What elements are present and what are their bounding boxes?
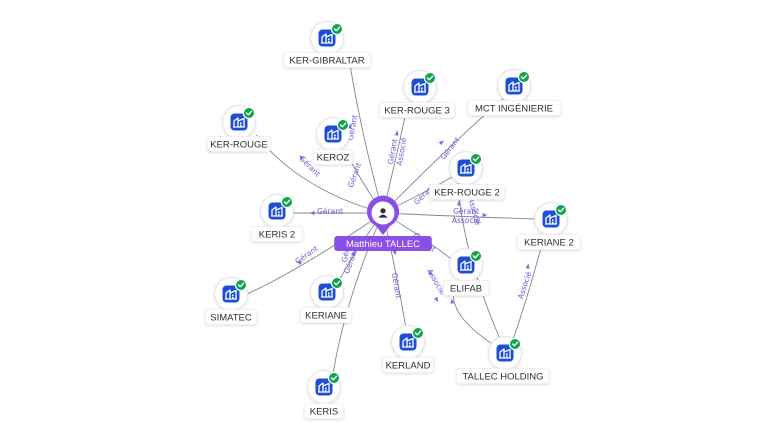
arrowhead: [392, 250, 397, 256]
check-icon: [508, 337, 522, 351]
company-node-ker-gibraltar[interactable]: KER-GIBRALTAR: [283, 20, 371, 68]
link-label: Gérant: [390, 272, 403, 299]
company-label: KERIANE: [305, 310, 347, 321]
check-icon: [242, 106, 256, 120]
check-icon: [469, 249, 483, 263]
company-node-keriane-2[interactable]: KERIANE 2: [516, 201, 582, 250]
check-icon: [327, 371, 341, 385]
company-node-kerland[interactable]: KERLAND: [381, 324, 435, 373]
check-icon: [336, 118, 350, 132]
check-icon: [469, 152, 483, 166]
company-label: KERIS: [310, 406, 339, 417]
node-label-chip: [299, 307, 353, 323]
arrowhead: [434, 296, 439, 303]
check-icon: [411, 326, 425, 340]
company-label: KER-ROUGE 3: [384, 105, 449, 116]
person-label: Matthieu TALLEC: [346, 239, 420, 250]
node-label-chip: [516, 234, 582, 250]
company-label: ELIFAB: [450, 283, 482, 294]
node-label-chip: [442, 280, 490, 296]
company-label: TALLEC HOLDING: [462, 371, 543, 382]
company-label: KERIS 2: [259, 229, 295, 240]
person-icon: [378, 208, 388, 218]
link-label: Gérant: [453, 207, 479, 216]
company-label: KER-ROUGE: [210, 139, 268, 150]
company-node-keriane[interactable]: KERIANE: [299, 274, 353, 323]
building-icon: [268, 202, 286, 220]
arrowhead: [427, 270, 433, 276]
arrowhead: [351, 250, 356, 256]
arrowhead: [525, 263, 530, 269]
building-icon: [457, 159, 475, 177]
link-label: Gérant: [386, 138, 399, 165]
company-node-elifab[interactable]: ELIFAB: [442, 247, 490, 296]
company-node-simatec[interactable]: SIMATEC: [204, 276, 258, 325]
node-label-chip: [456, 368, 550, 384]
node-label-chip: [250, 226, 304, 242]
building-icon: [505, 77, 523, 95]
node-label-chip: [204, 309, 258, 325]
building-icon: [315, 378, 333, 396]
nodes: KER-GIBRALTAR KER-ROUGE 3 MCT INGÉNIERIE KE…: [204, 20, 582, 419]
arrowhead: [296, 260, 303, 266]
building-icon: [457, 256, 475, 274]
company-node-ker-rouge-3[interactable]: KER-ROUGE 3: [379, 69, 455, 118]
arrowhead: [450, 298, 455, 304]
company-node-ker-rouge[interactable]: KER-ROUGE: [206, 104, 272, 152]
check-icon: [330, 276, 344, 290]
node-label-chip: [467, 100, 561, 116]
company-label: KERLAND: [386, 360, 431, 371]
link-label: Gérant: [317, 207, 343, 216]
building-icon: [230, 113, 248, 131]
building-icon: [411, 78, 429, 96]
node-label-chip: [303, 403, 345, 419]
company-node-ker-rouge-2[interactable]: KER-ROUGE 2: [429, 150, 505, 200]
building-icon: [318, 29, 336, 47]
arrowhead: [309, 211, 315, 215]
company-node-keris[interactable]: KERIS: [303, 369, 345, 419]
check-icon: [517, 70, 531, 84]
company-label: KER-ROUGE 2: [434, 187, 499, 198]
node-label-chip: [429, 184, 505, 200]
link-label: Associé: [452, 216, 481, 225]
node-label-chip: [381, 357, 435, 373]
building-icon: [496, 344, 514, 362]
check-icon: [554, 203, 568, 217]
person-node[interactable]: Matthieu TALLEC: [334, 189, 432, 251]
building-icon: [542, 210, 560, 228]
company-node-mct-ingenierie[interactable]: MCT INGÉNIERIE: [467, 68, 561, 116]
building-icon: [318, 283, 336, 301]
check-icon: [234, 278, 248, 292]
company-label: KERIANE 2: [524, 237, 574, 248]
check-icon: [280, 195, 294, 209]
company-label: KEROZ: [317, 152, 350, 163]
building-icon: [222, 285, 240, 303]
arrowhead: [457, 200, 461, 206]
node-label-chip: [283, 52, 371, 68]
company-node-keris-2[interactable]: KERIS 2: [250, 193, 304, 242]
link-label: Gérant: [346, 161, 363, 188]
arrowhead: [438, 140, 444, 146]
check-icon: [330, 22, 344, 36]
company-node-keroz[interactable]: KEROZ: [312, 116, 354, 165]
arrowhead: [394, 130, 399, 136]
building-icon: [399, 333, 417, 351]
company-label: SIMATEC: [210, 312, 252, 323]
check-icon: [423, 71, 437, 85]
arrowhead: [482, 213, 488, 217]
company-label: KER-GIBRALTAR: [289, 55, 364, 66]
company-label: MCT INGÉNIERIE: [475, 103, 553, 114]
node-label-chip: [312, 149, 354, 165]
person-label-chip: [334, 236, 432, 251]
node-label-chip: [206, 136, 272, 152]
company-node-tallec-holding[interactable]: TALLEC HOLDING: [456, 335, 550, 384]
node-label-chip: [379, 102, 455, 118]
building-icon: [324, 125, 342, 143]
arrowhead: [299, 155, 305, 161]
